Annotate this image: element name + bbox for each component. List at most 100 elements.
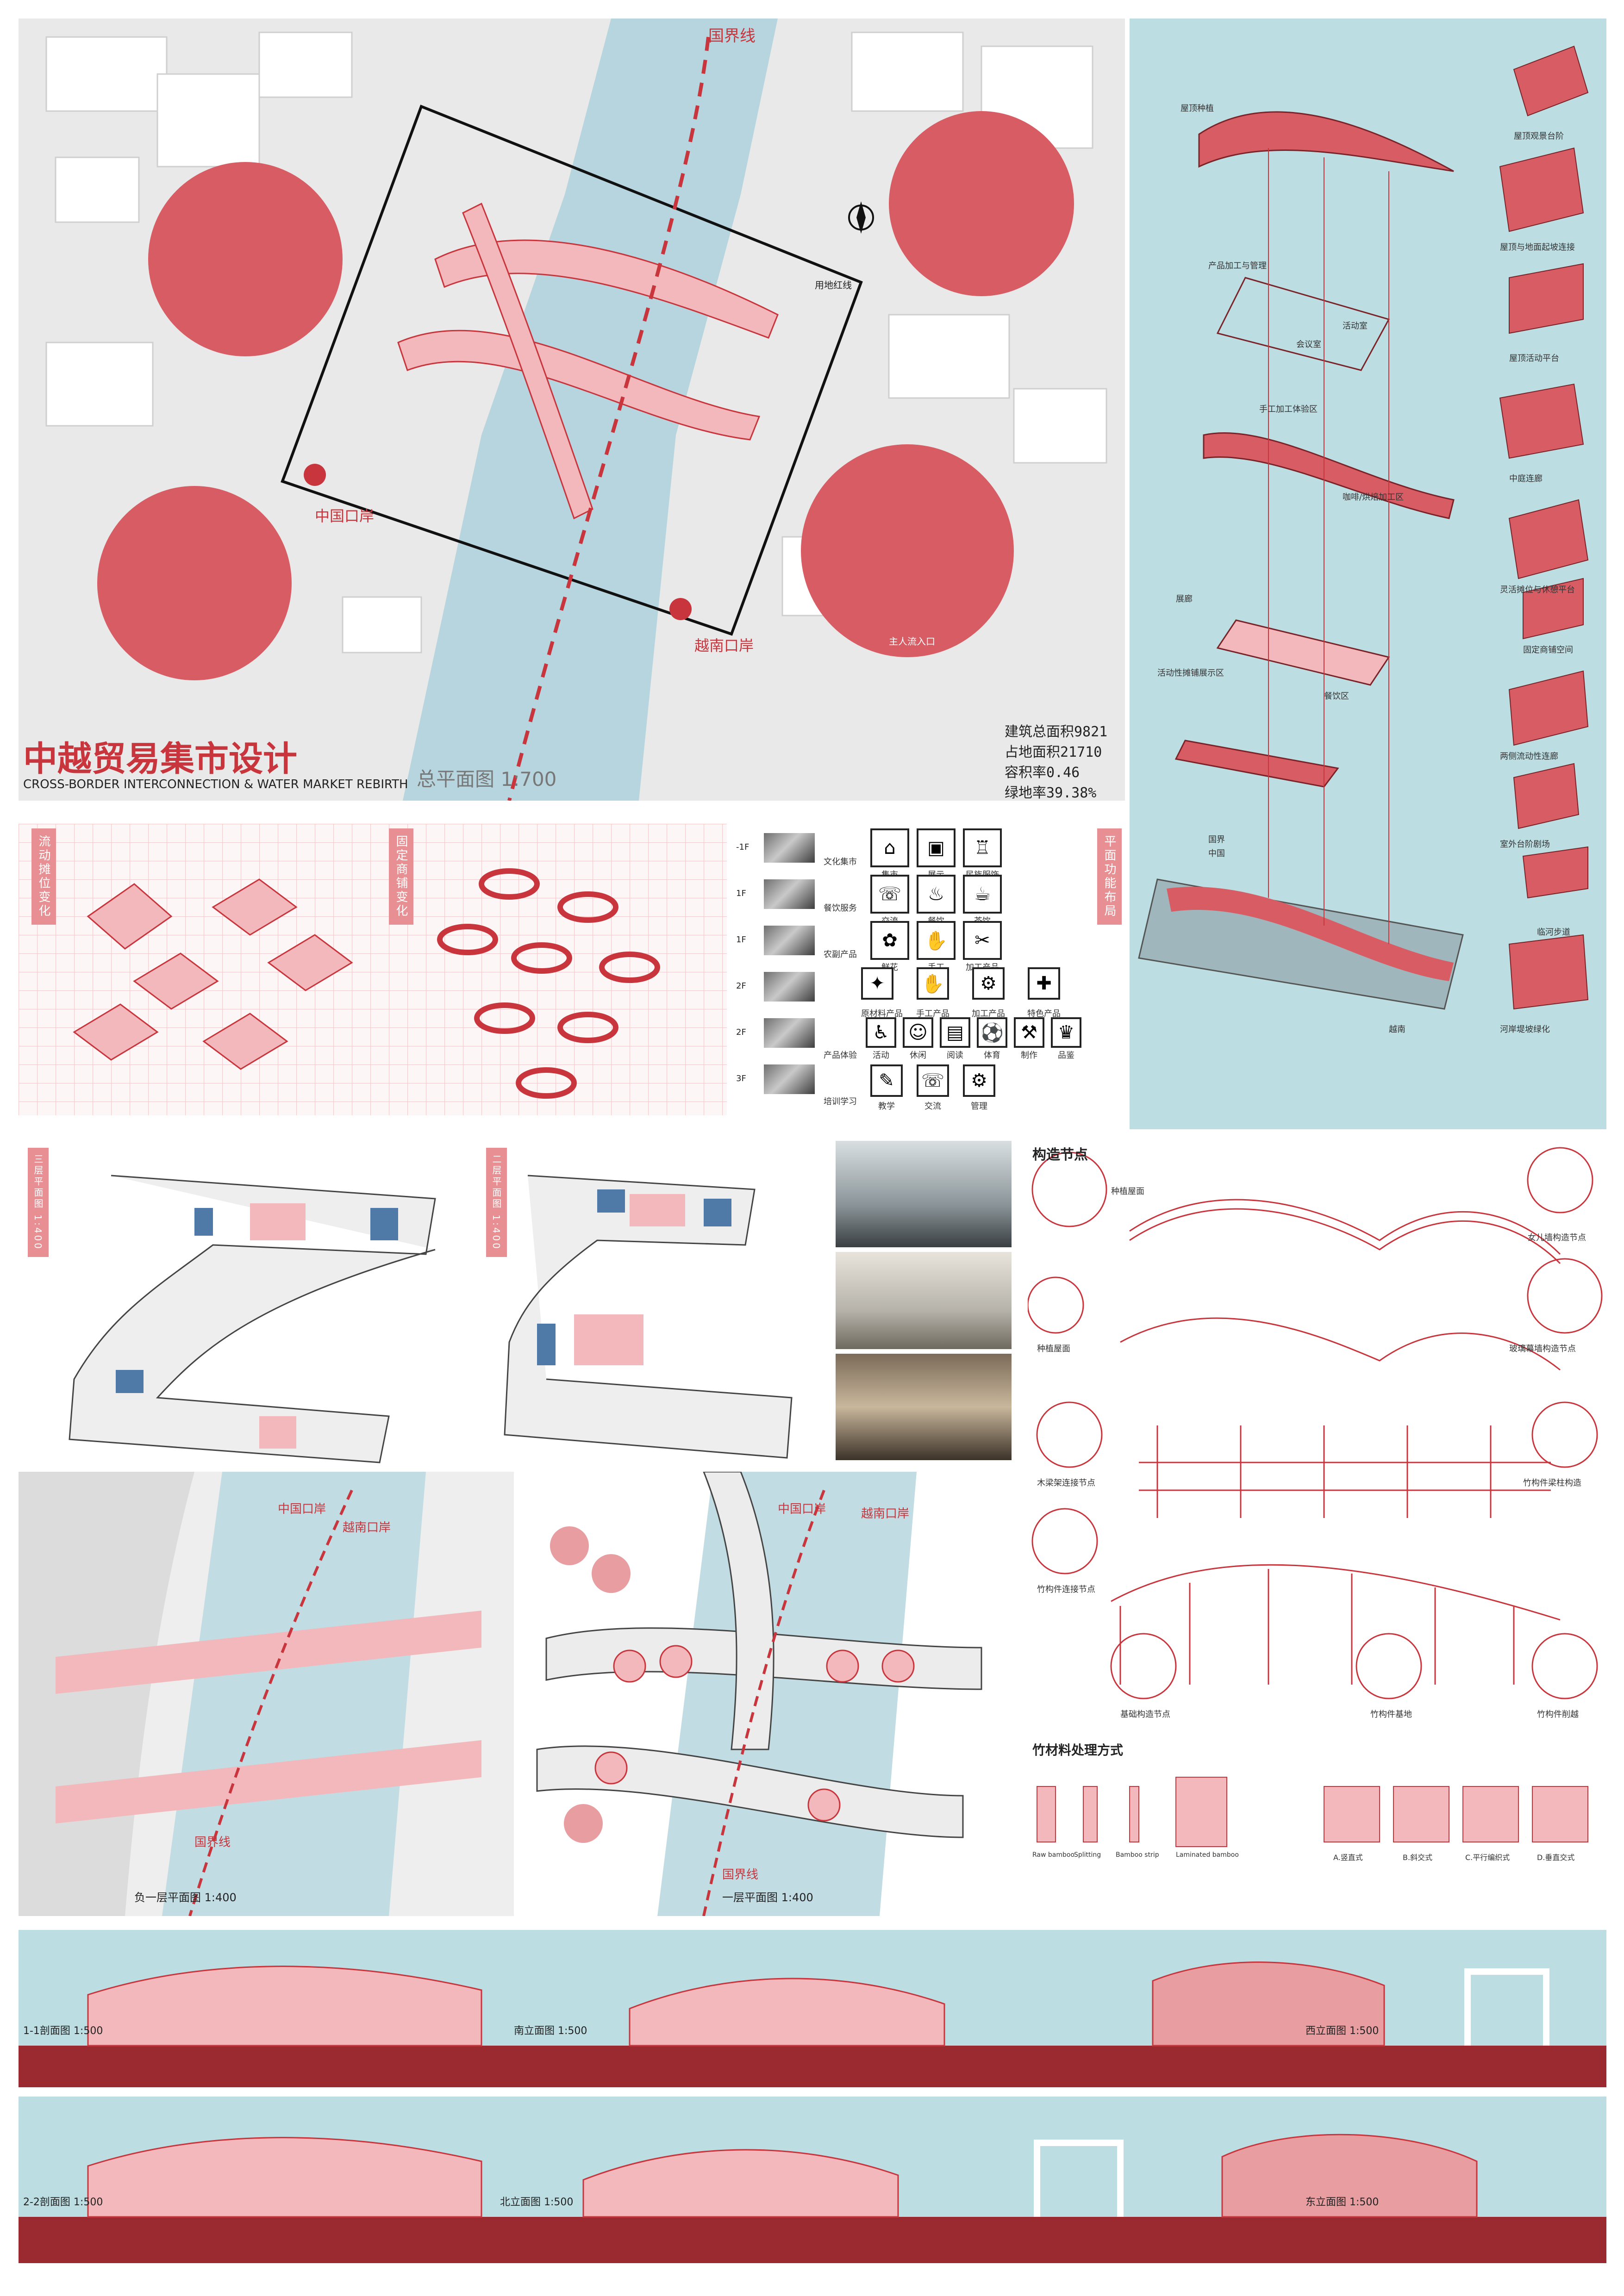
axon-label-border: 国界 [1208, 835, 1225, 845]
bamboo-step-2: Splitting [1074, 1851, 1101, 1859]
node-label-1: 种植屋面 [1111, 1187, 1144, 1196]
row1-cap1: 文化集市 [824, 857, 857, 867]
node-label-5: 木梁架连接节点 [1037, 1478, 1095, 1488]
axon-label-bank-green: 河岸堤坡绿化 [1500, 1025, 1550, 1034]
bamboo-step-3: Bamboo strip [1116, 1851, 1159, 1859]
exploded-axon-panel: 屋顶种植 屋顶观景台阶 屋顶与地面起坡连接 产品加工与管理 会议室 活动室 屋顶… [1130, 19, 1606, 1129]
axon-label-theatre: 室外台阶剧场 [1500, 840, 1550, 849]
first-vietnam-port: 越南口岸 [861, 1507, 910, 1521]
node-label-8: 基础构造节点 [1120, 1710, 1170, 1719]
clothing-icon: ♖ [963, 828, 1002, 867]
border-line [507, 37, 710, 801]
b1-border: 国界线 [194, 1836, 231, 1849]
stall-drawing [73, 868, 660, 1099]
first-china-port: 中国口岸 [778, 1502, 826, 1516]
activity-icon: ♿ [866, 1017, 896, 1048]
axon-label-roof-platform: 屋顶活动平台 [1509, 354, 1559, 363]
second-floor-tag: 二层平面图 1:400 [486, 1148, 507, 1257]
project-subtitle: CROSS-BORDER INTERCONNECTION & WATER MAR… [23, 778, 408, 791]
row3-cap1: 农副产品 [824, 950, 857, 959]
row6-cap1: 培训学习 [824, 1097, 857, 1107]
reading-icon: ▤ [940, 1017, 970, 1048]
b1-plan-drawing [19, 1472, 481, 1916]
floor-1: -1F [736, 842, 750, 852]
b1-vietnam-port: 越南口岸 [343, 1521, 391, 1535]
node-label-6: 竹构件梁柱构造 [1523, 1478, 1581, 1488]
b1-china-port: 中国口岸 [278, 1502, 326, 1516]
border-line-label: 国界线 [708, 27, 756, 45]
food-icon: ♨ [917, 875, 956, 914]
axon-label-riverwalk: 临河步道 [1537, 927, 1570, 937]
entrance-label: 主人流入口 [889, 636, 935, 647]
axon-label-gallery: 展廊 [1176, 594, 1193, 604]
mobile-stall-tag: 流动摊位变化 [31, 828, 56, 925]
axon-label-side-corridor: 两侧流动性连廊 [1500, 752, 1558, 761]
teaching-icon: ✎ [870, 1064, 903, 1097]
axon-label-processing: 产品加工与管理 [1208, 261, 1267, 271]
redline-label: 用地红线 [815, 280, 852, 291]
node-label-4: 种植屋面 [1037, 1344, 1070, 1354]
leisure-icon: ☺ [903, 1017, 933, 1048]
handcraft-icon: ✋ [917, 921, 956, 960]
row5-cap4: 阅读 [947, 1051, 963, 1060]
first-plan-panel: 中国口岸 越南口岸 国界线 一层平面图 1:400 [518, 1472, 1009, 1916]
sports-icon: ⚽ [977, 1017, 1007, 1048]
axon-label-stall-display: 活动性摊铺展示区 [1157, 668, 1224, 678]
axon-label-atrium: 中庭连廊 [1509, 474, 1543, 484]
stat-land-area: 占地面积21710 [1005, 744, 1102, 760]
processed-icon: ⚙ [972, 967, 1005, 1000]
axon-label-roof-slope: 屋顶与地面起坡连接 [1500, 243, 1575, 252]
making-icon: ⚒ [1014, 1017, 1044, 1048]
bamboo-step-4: Laminated bamboo [1176, 1851, 1239, 1859]
bamboo-pattern-b: B.斜交式 [1403, 1853, 1433, 1862]
first-border: 国界线 [722, 1868, 759, 1882]
row4-cap4: 特色产品 [1027, 1009, 1061, 1019]
axon-label-china: 中国 [1208, 849, 1225, 859]
bamboo-pattern-c: C.平行编织式 [1465, 1853, 1510, 1862]
node-label-3: 玻璃幕墙构造节点 [1509, 1344, 1576, 1354]
row5-cap5: 体育 [984, 1051, 1000, 1060]
construction-drawing [1028, 1147, 1606, 1916]
north-elevation-label: 北立面图 1:500 [500, 2196, 574, 2208]
vietnam-port-label: 越南口岸 [694, 637, 754, 654]
function-layout-panel: 平面功能布局 -1F 1F 1F 2F 2F 3F 文化集市 ⌂ 集市 ▣ 展示… [731, 824, 1125, 1115]
site-plan-drawing [45, 19, 1107, 801]
construction-panel: 构造节点 种植屋面 女儿墙构造节点 玻璃幕墙构造节点 种植屋面 木梁架连接节点 … [1028, 1139, 1606, 1916]
tea-icon: ☕ [963, 875, 1002, 914]
axon-label-activity: 活动室 [1343, 321, 1368, 331]
row5-cap3: 休闲 [910, 1051, 926, 1060]
b1-plan-panel: 中国口岸 越南口岸 国界线 负一层平面图 1:400 [19, 1472, 514, 1916]
handmade-icon: ✋ [917, 967, 949, 1000]
reference-photo-3 [836, 1354, 1012, 1460]
row6-cap2: 教学 [878, 1101, 895, 1111]
row5-cap1: 产品体验 [824, 1051, 857, 1060]
bamboo-step-1: Raw bamboo [1032, 1851, 1075, 1859]
stat-green-ratio: 绿地率39.38% [1005, 785, 1097, 801]
first-plan-label: 一层平面图 1:400 [722, 1891, 813, 1904]
axon-label-handcraft: 手工加工体验区 [1259, 404, 1318, 414]
row5-cap7: 品鉴 [1058, 1051, 1074, 1060]
reference-photo-2 [836, 1252, 1012, 1349]
row6-cap3: 交流 [924, 1101, 941, 1111]
display-icon: ▣ [917, 828, 956, 867]
first-plan-drawing [536, 1472, 982, 1916]
manage-icon: ⚙ [963, 1064, 995, 1097]
bamboo-pattern-d: D.垂直交式 [1537, 1853, 1575, 1862]
china-port-label: 中国口岸 [315, 507, 375, 525]
section-1-1-label: 1-1剖面图 1:500 [23, 2025, 103, 2037]
axon-label-roof-steps: 屋顶观景台阶 [1514, 131, 1564, 141]
row4-cap3: 加工产品 [972, 1009, 1005, 1019]
axon-label-vietnam: 越南 [1389, 1025, 1405, 1034]
row6-cap4: 管理 [971, 1101, 987, 1111]
tasting-icon: ♛ [1051, 1017, 1081, 1048]
floor-2: 1F [736, 889, 746, 898]
tools-icon: ✂ [963, 921, 1002, 960]
axon-drawing [1138, 45, 1589, 1010]
row2-cap1: 餐饮服务 [824, 903, 857, 913]
construction-title: 构造节点 [1032, 1147, 1088, 1163]
plan-scale-label: 总平面图 1:700 [417, 768, 557, 790]
floor-6: 3F [736, 1074, 746, 1083]
upper-floor-plans-panel: 三层平面图 1:400 二层平面图 1:400 [19, 1139, 815, 1472]
market-icon: ⌂ [870, 828, 909, 867]
upper-plans-drawing [69, 1175, 793, 1463]
